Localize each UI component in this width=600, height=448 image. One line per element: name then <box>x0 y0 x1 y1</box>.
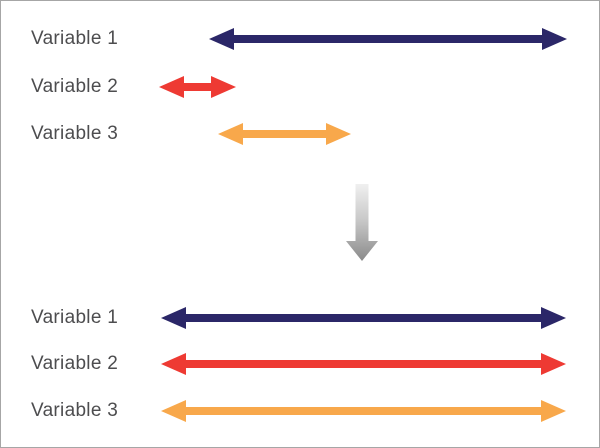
arrow-shaft <box>233 35 543 43</box>
arrow-shaft <box>242 130 327 138</box>
arrow-shaft <box>185 407 542 415</box>
arrow-right-head-icon <box>541 307 566 329</box>
arrow-left-head-icon <box>209 28 234 50</box>
variable-label: Variable 3 <box>31 123 119 144</box>
arrow-right-head-icon <box>326 123 351 145</box>
arrow-right-head-icon <box>542 28 567 50</box>
arrow-right-head-icon <box>541 353 566 375</box>
arrow-left-head-icon <box>161 400 186 422</box>
arrow-right-head-icon <box>211 76 236 98</box>
range-arrow-variable-1-scaled <box>161 307 566 329</box>
arrow-left-head-icon <box>218 123 243 145</box>
variable-label: Variable 1 <box>31 307 119 328</box>
range-arrow-variable-1 <box>209 28 567 50</box>
arrow-left-head-icon <box>161 353 186 375</box>
variable-label: Variable 2 <box>31 353 119 374</box>
range-arrow-variable-2 <box>159 76 236 98</box>
arrow-shaft <box>183 83 212 91</box>
range-arrow-variable-3 <box>218 123 351 145</box>
arrow-left-head-icon <box>161 307 186 329</box>
transform-down-arrow-icon <box>346 184 378 261</box>
arrow-shaft <box>185 314 542 322</box>
variable-label: Variable 1 <box>31 28 119 49</box>
range-arrow-variable-2-scaled <box>161 353 566 375</box>
variable-label: Variable 2 <box>31 76 119 97</box>
range-arrow-variable-3-scaled <box>161 400 566 422</box>
arrow-right-head-icon <box>541 400 566 422</box>
arrow-left-head-icon <box>159 76 184 98</box>
variable-label: Variable 3 <box>31 400 119 421</box>
arrow-shaft <box>185 360 542 368</box>
